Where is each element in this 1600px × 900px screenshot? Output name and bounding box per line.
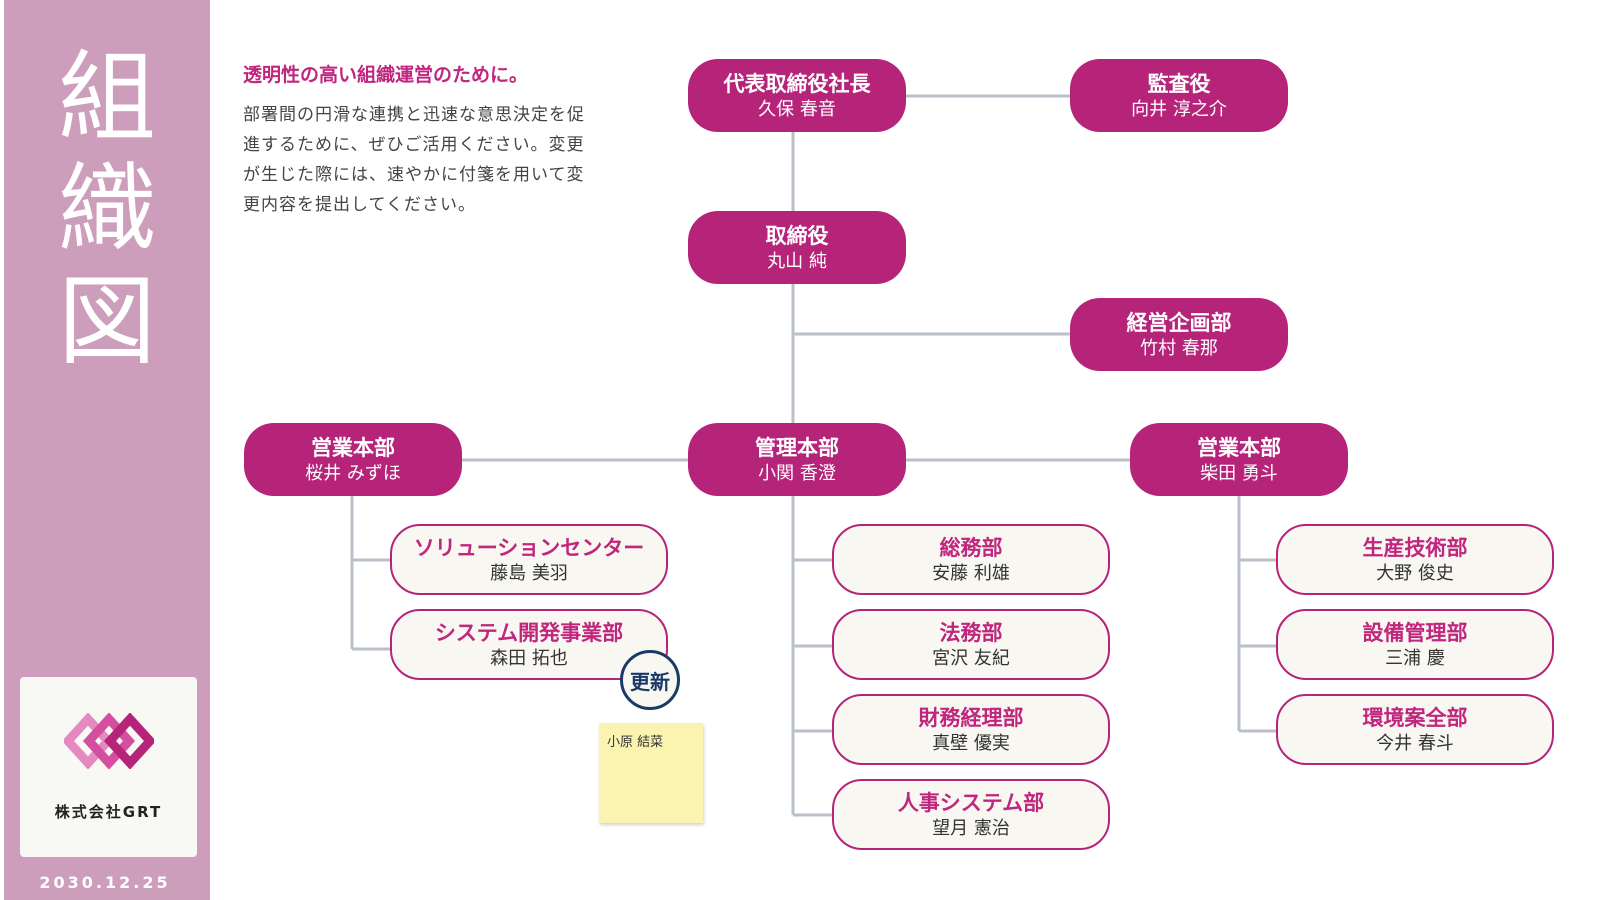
page-title-char: 織 bbox=[57, 153, 156, 267]
org-box-name: 真壁 優実 bbox=[932, 732, 1010, 754]
page-title: 組 織 図 bbox=[52, 42, 162, 378]
sidebar-edge bbox=[0, 0, 4, 900]
org-box-dept: ソリューションセンター 藤島 美羽 bbox=[390, 524, 668, 595]
org-box-name: 丸山 純 bbox=[767, 250, 827, 272]
org-box-title: 取締役 bbox=[765, 223, 829, 248]
org-box-title: 監査役 bbox=[1147, 71, 1211, 96]
org-box-name: 向井 淳之介 bbox=[1131, 98, 1227, 120]
sticky-note[interactable]: 小原 結菜 bbox=[599, 723, 703, 823]
company-logo-card: 株式会社GRT bbox=[20, 677, 197, 857]
sidebar: 組 織 図 株式会社GRT 2030.12.25 bbox=[0, 0, 210, 900]
org-box-name: 森田 拓也 bbox=[490, 647, 568, 669]
org-box-title: 設備管理部 bbox=[1362, 620, 1468, 645]
org-box-title: 人事システム部 bbox=[897, 790, 1045, 815]
org-box-director: 取締役 丸山 純 bbox=[688, 211, 906, 284]
org-box-name: 今井 春斗 bbox=[1376, 732, 1454, 754]
org-box-hq-left: 営業本部 桜井 みずほ bbox=[244, 423, 462, 496]
document-date: 2030.12.25 bbox=[39, 873, 171, 892]
org-box-title: 生産技術部 bbox=[1362, 535, 1468, 560]
org-box-title: 総務部 bbox=[939, 535, 1003, 560]
org-box-name: 小関 香澄 bbox=[758, 462, 836, 484]
intro-headline: 透明性の高い組織運営のために。 bbox=[243, 64, 529, 86]
org-box-auditor: 監査役 向井 淳之介 bbox=[1070, 59, 1288, 132]
org-box-title: 代表取締役社長 bbox=[723, 71, 871, 96]
org-box-name: 久保 春音 bbox=[758, 98, 836, 120]
org-box-name: 望月 憲治 bbox=[932, 817, 1010, 839]
company-logo-icon bbox=[64, 713, 154, 769]
org-box-title: 管理本部 bbox=[755, 435, 839, 460]
org-box-name: 竹村 春那 bbox=[1140, 337, 1218, 359]
org-box-title: システム開発事業部 bbox=[434, 620, 624, 645]
org-box-dept: 人事システム部 望月 憲治 bbox=[832, 779, 1110, 850]
org-box-title: 経営企画部 bbox=[1126, 310, 1232, 335]
org-box-dept: 財務経理部 真壁 優実 bbox=[832, 694, 1110, 765]
org-box-dept: 環境案全部 今井 春斗 bbox=[1276, 694, 1554, 765]
company-name: 株式会社GRT bbox=[54, 803, 163, 821]
org-box-title: 法務部 bbox=[939, 620, 1003, 645]
intro-description: 部署間の円滑な連携と迅速な意思決定を促進するために、ぜひご活用ください。変更が生… bbox=[243, 105, 585, 215]
org-box-title: 財務経理部 bbox=[918, 705, 1024, 730]
org-box-name: 柴田 勇斗 bbox=[1200, 462, 1278, 484]
page-title-char: 図 bbox=[57, 265, 156, 379]
org-box-name: 三浦 慶 bbox=[1385, 647, 1445, 669]
org-box-name: 藤島 美羽 bbox=[490, 562, 568, 584]
org-box-dept: 総務部 安藤 利雄 bbox=[832, 524, 1110, 595]
org-box-planning: 経営企画部 竹村 春那 bbox=[1070, 298, 1288, 371]
org-box-title: 営業本部 bbox=[311, 435, 395, 460]
update-badge: 更新 bbox=[620, 650, 680, 710]
org-box-name: 安藤 利雄 bbox=[932, 562, 1010, 584]
org-box-name: 宮沢 友紀 bbox=[932, 647, 1010, 669]
org-box-dept: 設備管理部 三浦 慶 bbox=[1276, 609, 1554, 680]
org-box-name: 大野 俊史 bbox=[1376, 562, 1454, 584]
org-box-hq-center: 管理本部 小関 香澄 bbox=[688, 423, 906, 496]
org-box-hq-right: 営業本部 柴田 勇斗 bbox=[1130, 423, 1348, 496]
org-box-name: 桜井 みずほ bbox=[305, 462, 401, 484]
org-box-dept: 法務部 宮沢 友紀 bbox=[832, 609, 1110, 680]
org-box-title: 営業本部 bbox=[1197, 435, 1281, 460]
org-box-title: ソリューションセンター bbox=[413, 535, 645, 560]
sticky-note-text: 小原 結菜 bbox=[607, 735, 664, 750]
page-title-char: 組 bbox=[57, 41, 156, 155]
org-box-president: 代表取締役社長 久保 春音 bbox=[688, 59, 906, 132]
org-box-dept: 生産技術部 大野 俊史 bbox=[1276, 524, 1554, 595]
org-box-title: 環境案全部 bbox=[1362, 705, 1468, 730]
